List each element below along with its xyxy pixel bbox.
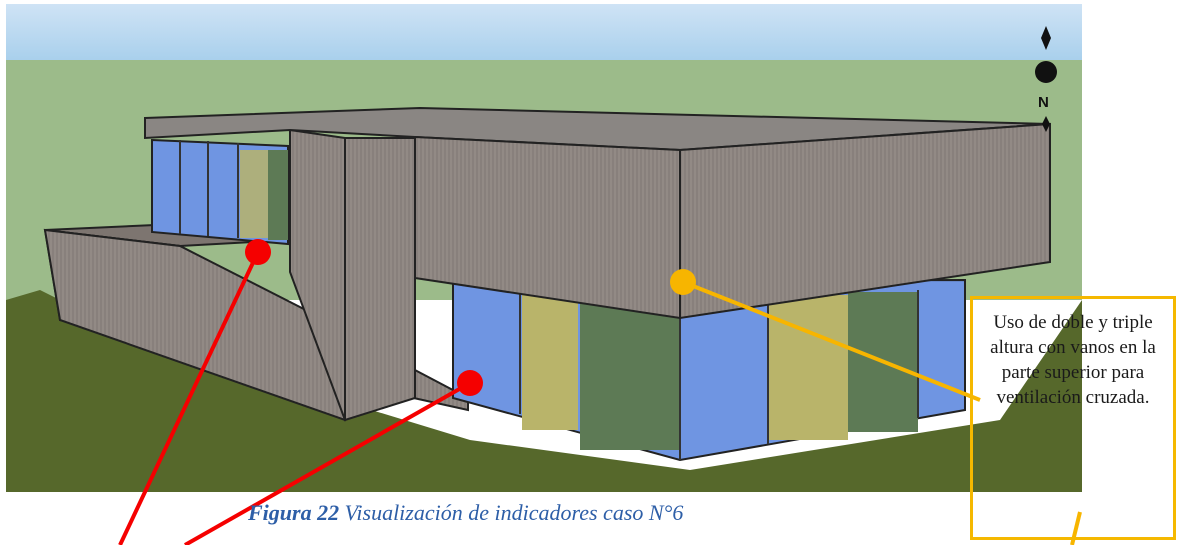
- leader-line-yellow: [682, 280, 981, 402]
- marker-yellow: [670, 269, 696, 295]
- annotation-box: [970, 296, 1176, 540]
- figure-title: Visualización de indicadores caso N°6: [339, 500, 684, 525]
- upper-glass-green: [268, 150, 288, 240]
- figure-number: Figura 22: [248, 500, 340, 525]
- compass-needle-icon: [1041, 26, 1051, 50]
- lower-glass-yellow: [522, 290, 578, 430]
- lower-glass-yellow-2: [768, 295, 848, 440]
- annotation-text: Uso de doble y triple altura con vanos e…: [990, 312, 1156, 408]
- figure-caption: Figura 22 Visualización de indicadores c…: [248, 500, 888, 526]
- compass-label: N: [1038, 94, 1049, 111]
- sky: [6, 4, 1082, 60]
- marker-red-upper: [245, 239, 271, 265]
- lower-glass-green: [580, 300, 680, 450]
- left-volume-face: [43, 228, 346, 422]
- ground: [6, 290, 1082, 492]
- north-compass: [1035, 26, 1057, 132]
- leader-line-red-lower: [184, 381, 471, 545]
- leader-line-red-upper: [118, 251, 260, 545]
- cantilever-right: [679, 122, 1051, 320]
- compass-dot-icon: [1035, 61, 1057, 83]
- upper-glass-yellow: [240, 150, 268, 238]
- central-wall-face: [344, 137, 416, 422]
- compass-tail-icon: [1042, 116, 1050, 132]
- marker-red-lower: [457, 370, 483, 396]
